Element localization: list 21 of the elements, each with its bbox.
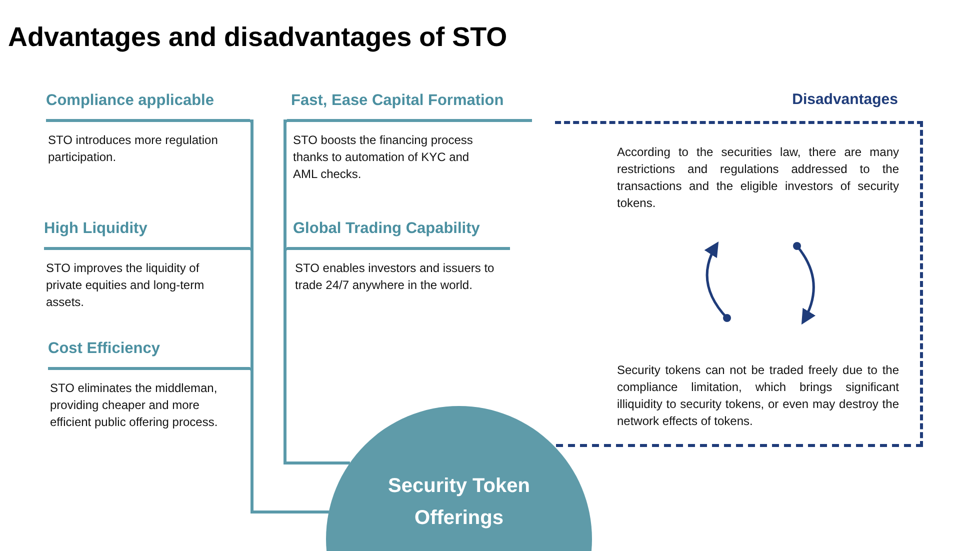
advantage-heading: Cost Efficiency bbox=[48, 340, 160, 358]
advantage-text: STO eliminates the middleman, providing cheaper and more efficient public offering process. bbox=[50, 380, 219, 431]
circle-label: Security Token Offerings bbox=[387, 474, 531, 531]
advantage-block bbox=[48, 340, 250, 431]
advantage-heading: Compliance applicable bbox=[46, 92, 214, 110]
advantage-block bbox=[46, 92, 250, 166]
advantage-text: STO introduces more regulation participation. bbox=[48, 132, 219, 166]
connector-line bbox=[250, 368, 329, 514]
advantage-heading: Fast, Ease Capital Formation bbox=[291, 92, 504, 110]
advantage-heading: Global Trading Capability bbox=[293, 220, 480, 238]
dashed-connector bbox=[554, 444, 923, 447]
connector-line bbox=[284, 248, 350, 464]
advantage-heading: High Liquidity bbox=[44, 220, 148, 238]
title: Advantages and disadvantages of STO bbox=[8, 22, 508, 53]
advantage-text: STO enables investors and issuers to trade 24/7 anywhere in the world. bbox=[295, 260, 496, 294]
advantage-text: STO boosts the financing process thanks to automation of KYC and AML checks. bbox=[293, 132, 474, 183]
paragraph: According to the securities law, there are many restrictions and regulations addressed to the transactions and the eligible investors of security tokens. bbox=[617, 144, 899, 212]
advantage-text: STO improves the liquidity of private equities and long-term assets. bbox=[46, 260, 206, 311]
advantage-block bbox=[287, 220, 510, 294]
panel-heading: Disadvantages bbox=[792, 91, 898, 108]
paragraph: Security tokens can not be traded freely due to the compliance limitation, which brings significant illiquidity to security tokens, or even may destroy the network effects of tokens. bbox=[617, 362, 899, 430]
